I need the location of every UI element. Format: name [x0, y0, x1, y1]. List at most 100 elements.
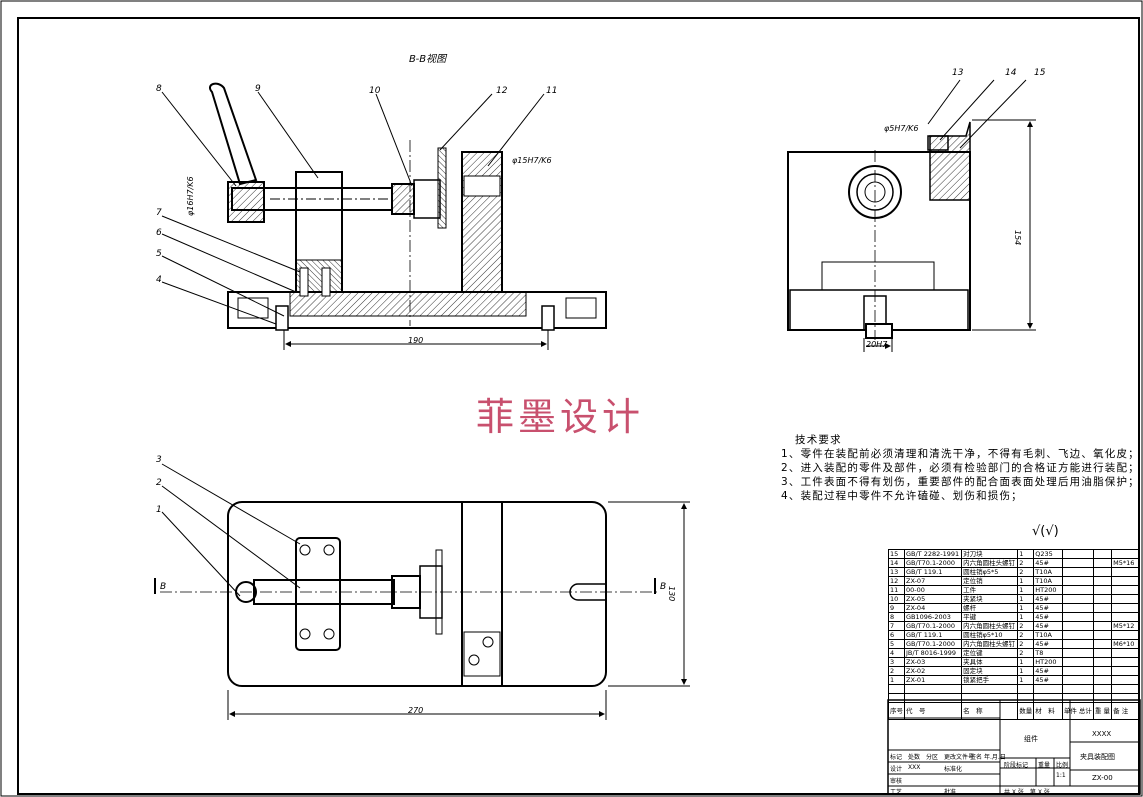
bom-cell-unit: [1061, 630, 1094, 640]
title-design-label: 设计: [890, 766, 903, 773]
bom-cell-note: [1111, 567, 1140, 577]
bom-cell-name: 内六角圆柱头螺钉: [961, 621, 1019, 631]
bom-cell-material: T10A: [1033, 576, 1063, 586]
bom-cell-qty: 1: [1017, 657, 1035, 667]
bom-cell-name: 夹具体: [961, 657, 1019, 667]
bom-cell-qty: 1: [1017, 576, 1035, 586]
bom-cell-name: 内六角圆柱头螺钉: [961, 639, 1019, 649]
bom-cell-no: 11: [888, 585, 905, 595]
bom-header-unit_total: 单件 总计: [1061, 702, 1094, 720]
balloon-11: 11: [546, 86, 558, 96]
title-process-label: 工艺: [890, 789, 903, 796]
bom-cell-name: 圆柱销φ5*10: [961, 630, 1019, 640]
bom-cell-name: 内六角圆柱头螺钉: [961, 558, 1019, 568]
dim-190: 190: [408, 336, 424, 345]
bom-cell-unit: [1061, 621, 1094, 631]
title-scale-label: 比例: [1056, 762, 1069, 769]
bom-cell-material: 45#: [1033, 666, 1063, 676]
bom-cell-material: T10A: [1033, 567, 1063, 577]
bom-cell-material: HT200: [1033, 657, 1063, 667]
tech-req-item-4: 4、装配过程中零件不允许磕碰、划伤和损伤；: [781, 490, 1023, 502]
bom-cell-total: [1092, 567, 1113, 577]
balloon-12: 12: [496, 86, 508, 96]
bom-cell-unit: [1061, 576, 1094, 586]
bom-cell-empty: [1111, 693, 1140, 703]
bom-cell-material: Q235: [1033, 549, 1063, 559]
bom-cell-note: [1111, 657, 1140, 667]
bom-cell-code: GB/T70.1-2000: [903, 621, 963, 631]
bom-cell-total: [1092, 675, 1113, 685]
bom-cell-note: [1111, 549, 1140, 559]
bom-cell-material: T10A: [1033, 630, 1063, 640]
bom-header-code: 代 号: [903, 702, 963, 720]
bom-cell-note: [1111, 675, 1140, 685]
balloon-14: 14: [1005, 68, 1017, 78]
title-row-date: 年.月.日: [984, 754, 1006, 761]
front-section-view: [161, 82, 607, 350]
balloon-9: 9: [255, 84, 261, 94]
bom-cell-unit: [1061, 567, 1094, 577]
view-title: B-B视图: [409, 54, 447, 65]
bom-cell-no: 9: [888, 603, 905, 613]
bom-cell-name: 锁紧把手: [961, 675, 1019, 685]
bom-cell-empty: [888, 693, 905, 703]
bom-cell-name: 固定块: [961, 666, 1019, 676]
bom-cell-unit: [1061, 603, 1094, 613]
bom-cell-qty: 1: [1017, 666, 1035, 676]
bom-cell-total: [1092, 612, 1113, 622]
title-company: XXXX: [1092, 730, 1112, 738]
bom-cell-qty: 1: [1017, 675, 1035, 685]
bom-cell-total: [1092, 603, 1113, 613]
bom-cell-material: 45#: [1033, 558, 1063, 568]
bom-cell-empty: [903, 684, 963, 694]
bom-cell-total: [1092, 666, 1113, 676]
title-sheets: 共 X 张 第 X 张: [1004, 789, 1050, 796]
bom-cell-name: 平键: [961, 612, 1019, 622]
bom-cell-code: GB/T 119.1: [903, 630, 963, 640]
bom-cell-note: [1111, 576, 1140, 586]
balloon-15: 15: [1034, 68, 1046, 78]
bom-header-qty: 数量: [1017, 702, 1035, 720]
bom-cell-code: ZX-03: [903, 657, 963, 667]
bom-cell-note: M6*10: [1111, 639, 1140, 649]
bom-header-no: 序号: [888, 702, 905, 720]
fit-label-16: φ16H7/K6: [186, 176, 195, 216]
balloon-10: 10: [369, 86, 381, 96]
watermark: 菲墨设计: [476, 395, 645, 439]
bom-cell-total: [1092, 639, 1113, 649]
bom-cell-no: 15: [888, 549, 905, 559]
bom-cell-unit: [1061, 585, 1094, 595]
fit-label-15: φ15H7/K6: [512, 156, 552, 165]
tech-req-title: 技术要求: [795, 434, 842, 446]
bom-cell-name: 工件: [961, 585, 1019, 595]
bom-cell-material: 45#: [1033, 603, 1063, 613]
bom-header-name: 名 称: [961, 702, 1019, 720]
bom-cell-note: [1111, 666, 1140, 676]
bom-cell-code: GB1096-2003: [903, 612, 963, 622]
bom-cell-empty: [1017, 693, 1035, 703]
bom-cell-qty: 1: [1017, 612, 1035, 622]
title-approve-label: 批准: [944, 789, 957, 796]
bom-row-blank: [888, 684, 1140, 694]
bom-row-blank: [888, 693, 1140, 703]
section-mark-left: B: [160, 582, 167, 592]
bom-cell-no: 2: [888, 666, 905, 676]
bom-cell-code: GB/T70.1-2000: [903, 639, 963, 649]
bom-cell-total: [1092, 621, 1113, 631]
bom-cell-code: ZX-07: [903, 576, 963, 586]
bom-cell-material: 45#: [1033, 594, 1063, 604]
bom-cell-total: [1092, 630, 1113, 640]
dim-130: 130: [667, 586, 676, 602]
title-row-count: 处数: [908, 754, 921, 761]
bom-cell-no: 1: [888, 675, 905, 685]
title-check-label: 审核: [890, 778, 903, 785]
bom-cell-unit: [1061, 666, 1094, 676]
bom-cell-name: 对刀块: [961, 549, 1019, 559]
title-row-zone: 分区: [926, 754, 939, 761]
section-mark-right: B: [660, 582, 667, 592]
balloon-4: 4: [156, 275, 162, 285]
